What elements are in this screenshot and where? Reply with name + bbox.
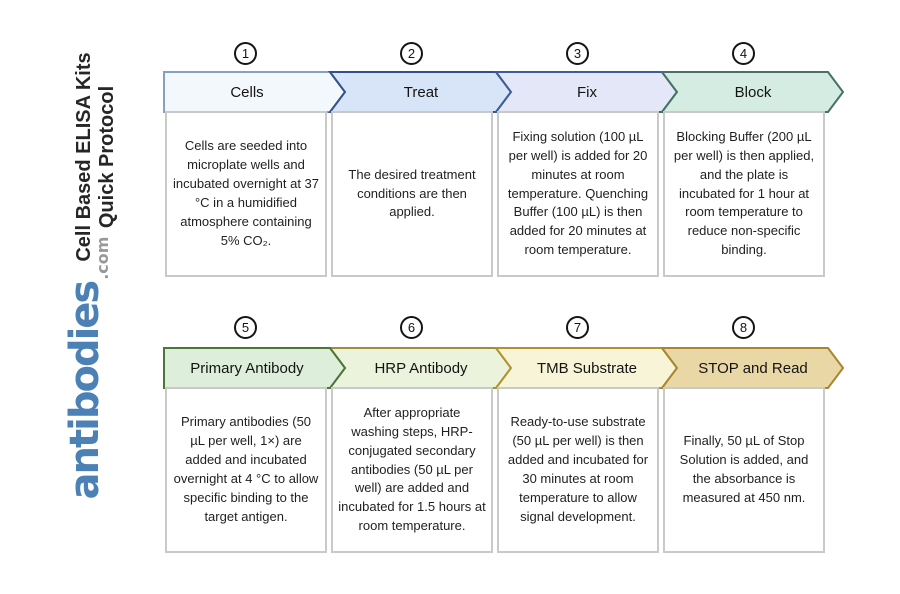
- step-description-text-4: Blocking Buffer (200 µL per well) is the…: [673, 129, 815, 258]
- step-description-box-5: Primary antibodies (50 µL per well, 1×) …: [165, 387, 327, 553]
- step-number-badge-2: 2: [400, 42, 423, 65]
- step-description-box-6: After appropriate washing steps, HRP-con…: [331, 387, 493, 553]
- arrow-label-primary-antibody: Primary Antibody: [190, 360, 304, 377]
- arrow-segment-fix: [494, 71, 679, 113]
- arrow-segment-tmb-substrate: [494, 347, 679, 389]
- arrow-label-hrp-antibody: HRP Antibody: [374, 360, 468, 377]
- arrow-label-cells: Cells: [230, 84, 263, 101]
- step-description-box-3: Fixing solution (100 µL per well) is add…: [497, 111, 659, 277]
- step-number-badge-8: 8: [732, 316, 755, 339]
- brand-logo: antibodies .com: [62, 216, 118, 520]
- step-number-badge-4: 4: [732, 42, 755, 65]
- arrow-segment-block: [660, 71, 845, 113]
- brand-domain-suffix: .com: [93, 236, 112, 280]
- step-arrow-band: Primary Antibody HRP Antibody TMB Substrat…: [163, 347, 845, 389]
- step-description-text-2: The desired treatment conditions are the…: [348, 166, 476, 220]
- arrow-segment-primary-antibody: [163, 347, 347, 389]
- step-description-box-7: Ready-to-use substrate (50 µL per well) …: [497, 387, 659, 553]
- brand-wordmark: antibodies: [62, 281, 108, 500]
- arrow-label-treat: Treat: [404, 84, 439, 101]
- step-description-box-1: Cells are seeded into microplate wells a…: [165, 111, 327, 277]
- arrow-label-tmb-substrate: TMB Substrate: [537, 360, 637, 377]
- step-number-badge-1: 1: [234, 42, 257, 65]
- page-title-line2: Quick Protocol: [96, 85, 118, 229]
- step-arrow-band: Cells Treat Fix Block: [163, 71, 845, 113]
- step-description-text-1: Cells are seeded into microplate wells a…: [173, 138, 319, 248]
- arrow-segment-hrp-antibody: [328, 347, 513, 389]
- step-description-text-3: Fixing solution (100 µL per well) is add…: [507, 129, 649, 258]
- arrow-label-stop-and-read: STOP and Read: [698, 360, 808, 377]
- arrow-segment-treat: [328, 71, 513, 113]
- arrow-label-block: Block: [735, 84, 772, 101]
- arrow-segment-cells: [163, 71, 347, 113]
- arrow-label-fix: Fix: [577, 84, 597, 101]
- step-number-badge-6: 6: [400, 316, 423, 339]
- step-description-box-8: Finally, 50 µL of Stop Solution is added…: [663, 387, 825, 553]
- step-description-text-7: Ready-to-use substrate (50 µL per well) …: [507, 414, 649, 524]
- step-description-box-4: Blocking Buffer (200 µL per well) is the…: [663, 111, 825, 277]
- step-number-badge-5: 5: [234, 316, 257, 339]
- step-number-badge-7: 7: [566, 316, 589, 339]
- step-description-text-6: After appropriate washing steps, HRP-con…: [338, 405, 486, 534]
- arrow-segment-stop-and-read: [660, 347, 845, 389]
- step-description-text-5: Primary antibodies (50 µL per well, 1×) …: [173, 414, 319, 524]
- step-description-text-8: Finally, 50 µL of Stop Solution is added…: [679, 433, 809, 505]
- step-number-badge-3: 3: [566, 42, 589, 65]
- step-description-box-2: The desired treatment conditions are the…: [331, 111, 493, 277]
